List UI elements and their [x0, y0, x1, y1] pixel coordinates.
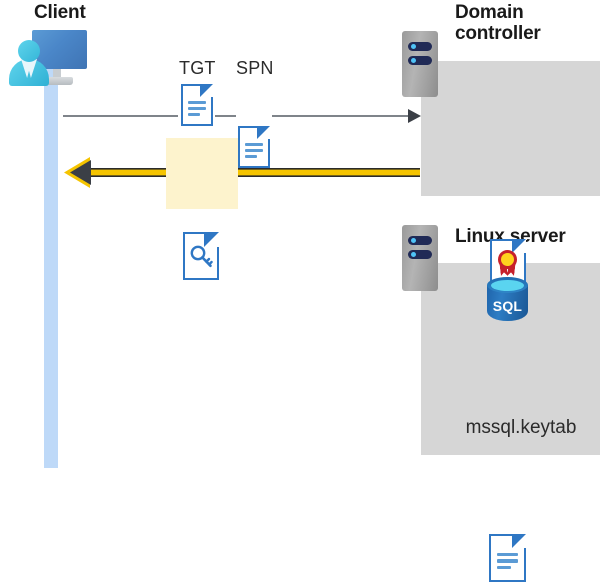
- spn-label: SPN: [236, 58, 274, 78]
- server-led-icon: [411, 58, 416, 63]
- linux-server-title: Linux server: [455, 226, 566, 247]
- seal-inner-icon: [501, 253, 514, 266]
- certificate-document-icon: [490, 239, 526, 285]
- service-ticket-highlight: [166, 138, 238, 209]
- document-lines-icon: [489, 553, 526, 572]
- client-lifeline: [44, 64, 58, 468]
- domain-controller-title: Domain controller: [455, 2, 541, 45]
- document-fold-icon: [204, 232, 219, 247]
- document-lines-icon: [181, 101, 213, 119]
- server-bay-icon: [408, 56, 432, 65]
- sql-cylinder-top: [487, 277, 528, 293]
- document-fold-icon: [200, 84, 213, 97]
- server-bay-icon: [408, 236, 432, 245]
- tgt-label: TGT: [179, 58, 216, 78]
- spn-document-icon: [238, 126, 270, 168]
- client-workstation-icon: [8, 28, 88, 88]
- keytab-filename-label: mssql.keytab: [465, 417, 577, 438]
- keytab-document-icon: [489, 534, 526, 582]
- document-fold-icon: [257, 126, 270, 139]
- diagram-canvas: Client Domain controller Linux server: [8, 2, 600, 582]
- sql-label: SQL: [492, 298, 523, 314]
- tgt-document-icon: [181, 84, 213, 126]
- monitor-base-icon: [42, 77, 73, 85]
- linux-server-server-icon: [402, 225, 438, 291]
- sql-database-icon: SQL: [487, 277, 528, 327]
- server-bay-icon: [408, 250, 432, 259]
- person-head-icon: [18, 40, 40, 62]
- domain-controller-panel: [421, 61, 600, 196]
- server-led-icon: [411, 44, 416, 49]
- document-fold-icon: [512, 534, 526, 548]
- key-icon: [190, 245, 213, 268]
- document-lines-icon: [238, 143, 270, 161]
- server-bay-icon: [408, 42, 432, 51]
- domain-controller-server-icon: [402, 31, 438, 97]
- document-fold-icon: [512, 239, 526, 253]
- client-title: Client: [34, 2, 86, 23]
- service-ticket-key-document-icon: [183, 232, 219, 280]
- server-led-icon: [411, 238, 416, 243]
- server-led-icon: [411, 252, 416, 257]
- monitor-neck-icon: [53, 69, 61, 78]
- request-arrow-icon: [63, 109, 421, 123]
- sql-cylinder-top-inner: [491, 280, 524, 291]
